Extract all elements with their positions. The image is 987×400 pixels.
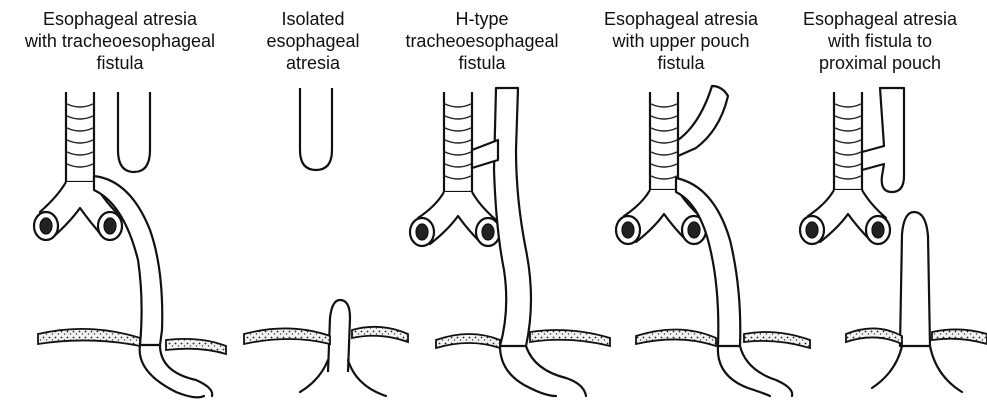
- upper-pouch-with-fistula: [862, 88, 904, 192]
- panel-ea-tef-drawing: [34, 92, 226, 397]
- panel-isolated-ea-drawing: [244, 88, 408, 396]
- upper-pouch-fistula: [678, 86, 728, 156]
- upper-esophageal-pouch: [118, 92, 150, 172]
- stomach-outline: [718, 346, 770, 396]
- stomach-outline: [300, 360, 328, 392]
- stomach-outline: [872, 346, 902, 388]
- panel-h-type-drawing: [410, 88, 610, 396]
- panel-upper-pouch-drawing: [616, 86, 810, 396]
- lower-esophageal-stump: [328, 300, 350, 372]
- upper-esophageal-pouch: [300, 88, 332, 170]
- lower-esophageal-pouch: [900, 212, 930, 346]
- panel-proximal-pouch-drawing: [800, 88, 987, 392]
- esophagus: [494, 88, 531, 346]
- stomach-outline: [140, 345, 204, 397]
